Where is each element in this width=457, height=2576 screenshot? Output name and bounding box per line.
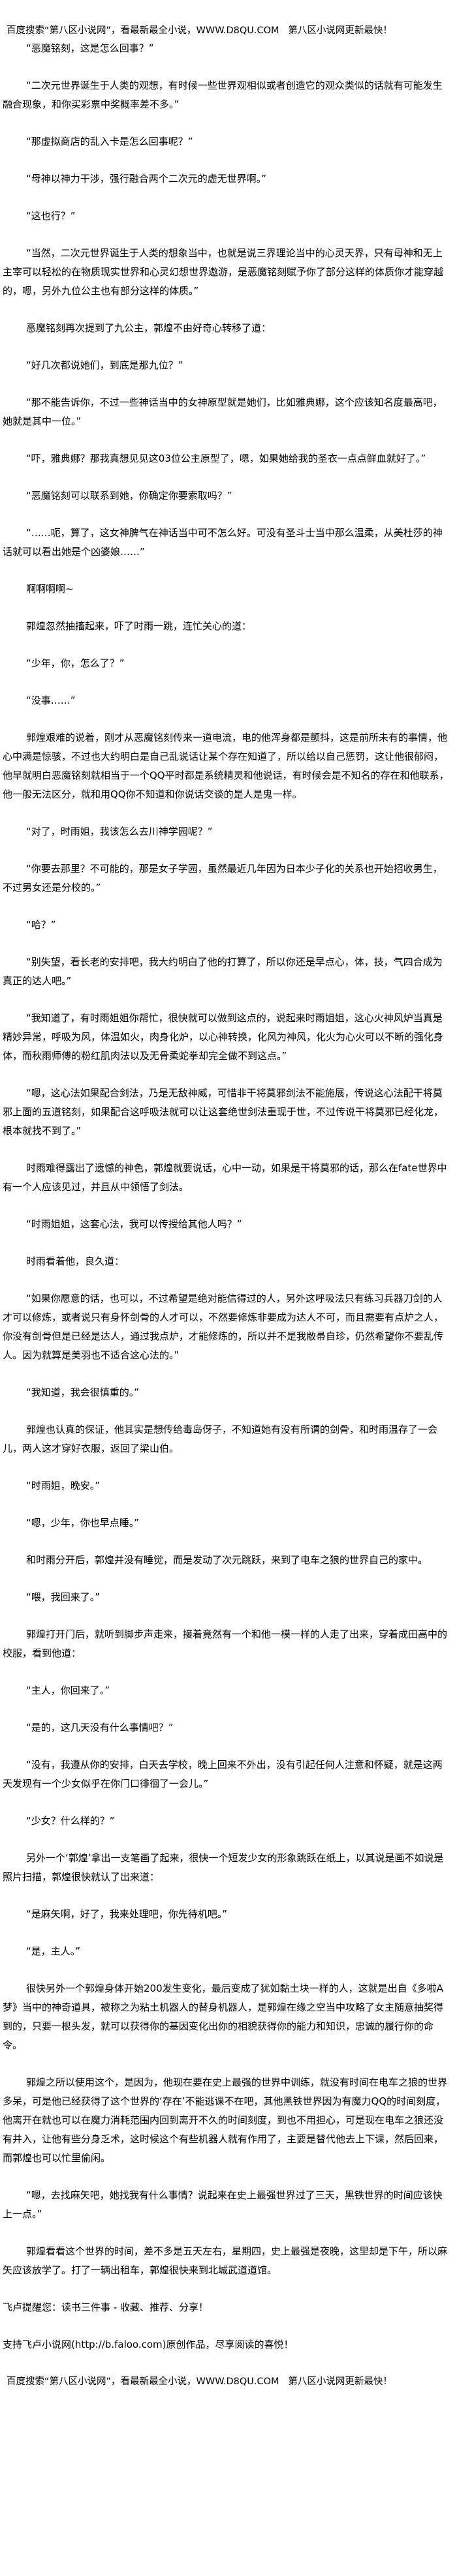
paragraph: “主人，你回来了。” [26, 1685, 110, 1696]
paragraph: 郭煌打开门后，就听到脚步声走来，接着竟然有一个和他一模一样的人走了出来，穿着成田… [3, 1628, 448, 1659]
paragraph: “对了，时雨姐，我该怎么去川神学园呢？” [26, 826, 213, 837]
paragraph: “没事……” [26, 695, 76, 706]
paragraph: “如果你愿意的话，也可以，不过希望是绝对能信得过的人，另外这呼吸法只有练习兵器刀… [3, 1293, 444, 1361]
paragraph: “恶魔铭刻，这是怎么回事？” [26, 42, 154, 54]
paragraph: 时雨难得露出了遗憾的神色，郭煌就要说话，心中一动，如果是干将莫邪的话，那么在fa… [3, 1162, 447, 1193]
paragraph: “嗯，这心法如果配合剑法，乃是无敌神威，可惜非干将莫邪剑法不能施展，传说这心法配… [3, 1087, 444, 1137]
paragraph: “是麻矢啊，好了，我来处理吧，你先待机吧。” [26, 1908, 228, 1920]
paragraph: “少年，你，怎么了？” [26, 657, 125, 669]
paragraph: “时雨姐姐，这套心法，我可以传授给其他人吗？” [26, 1218, 242, 1230]
paragraph: “嗯，少年，你也早点睡。” [26, 1517, 140, 1529]
paragraph: 郭煌也认真的保证，他其实是想传给毒岛伢子，不知道她有没有所谓的剑骨，和时雨温存了… [3, 1424, 438, 1454]
paragraph: “二次元世界诞生于人类的观想，有时候一些世界观相似或者创造它的观众类似的话就有可… [3, 80, 443, 110]
paragraph: “嗯，去找麻矢吧，她找我有什么事情？说起来在史上最强世界过了三天，黑铁世界的时间… [3, 2189, 443, 2220]
paragraph: “这也行？” [26, 210, 76, 222]
reading-reminder: 飞卢提醒您：读书三件事 - 收藏、推荐、分享！ [3, 2301, 208, 2313]
chapter-page: 百度搜索“第八区小说网”，看最新最全小说，WWW.D8QU.COM 第八区小说网… [3, 25, 452, 2391]
paragraph: “好几次都说她们，到底是那九位？” [26, 359, 183, 371]
paragraph: “当然，二次元世界诞生于人类的想象当中，也就是说三界理论当中的心灵天界，只有母神… [3, 247, 444, 297]
paragraph: 恶魔铭刻再次提到了九公主，郭煌不由好奇心转移了道： [26, 322, 272, 334]
paragraph: “少女？什么样的？” [26, 1815, 115, 1827]
paragraph: 郭煌之所以使用这个，是因为，他现在要在史上最强的世界中训练，就没有时间在电车之狼… [3, 2076, 448, 2164]
paragraph: “哈？” [26, 919, 56, 931]
paragraph: 郭煌看看这个世界的时间，差不多是五天左右，星期四，史上最强是夜晚，这里却是下午，… [3, 2245, 448, 2276]
site-banner-bottom: 百度搜索“第八区小说网”，看最新最全小说，WWW.D8QU.COM 第八区小说网… [7, 2376, 392, 2387]
paragraph: “没有，我遵从你的安排，白天去学校，晚上回来不外出，没有引起任何人注意和怀疑，就… [3, 1759, 443, 1790]
paragraph: “……呃，算了，这女神脾气在神话当中可不怎么好。可没有圣斗士当中那么温柔，从美杜… [3, 527, 443, 558]
paragraph: 啊啊啊啊~ [26, 583, 74, 595]
paragraph: “吓，雅典娜？那我真想见见这03位公主原型了，嗯，如果她给我的圣衣一点点鲜血就好… [26, 453, 426, 464]
paragraph: 和时雨分开后，郭煌并没有睡觉，而是发动了次元跳跃，来到了电车之狼的世界自己的家中… [26, 1554, 428, 1566]
support-notice: 支持飞卢小说网(http://b.faloo.com)原创作品，尽享阅读的喜悦！ [3, 2339, 294, 2350]
paragraph: 郭煌忽然抽搐起来，吓了时雨一跳，连忙关心的道： [26, 620, 252, 632]
paragraph: “我知道，我会很慎重的。” [26, 1386, 140, 1398]
paragraph: “喂，我回来了。” [26, 1591, 101, 1603]
paragraph: 另外一个‘郭煌’拿出一支笔画了起来，很快一个短发少女的形象跳跃在纸上，以其说是画… [3, 1852, 444, 1883]
paragraph: 很快另外一个郭煌身体开始200发生变化，最后变成了犹如黏土块一样的人，这就是出自… [3, 1983, 444, 2051]
paragraph: “恶魔铭刻可以联系到她，你确定你要索取吗？” [26, 490, 232, 502]
paragraph: 郭煌艰难的说着，刚才从恶魔铭刻传来一道电流，电的他浑身都是颤抖，这是前所未有的事… [3, 732, 449, 800]
paragraph: “那不能告诉你，不过一些神话当中的女神原型就是她们，比如雅典娜，这个应该知名度最… [3, 397, 443, 427]
chapter-body: “恶魔铭刻，这是怎么回事？” “二次元世界诞生于人类的观想，有时候一些世界观相似或… [3, 39, 452, 2280]
paragraph: “你要去那里？不可能的，那是女子学园，虽然最近几年因为日本少子化的关系也开始招收… [3, 863, 443, 893]
paragraph: “那虚拟商店的乱入卡是怎么回事呢？” [26, 136, 193, 147]
paragraph: “别失望，看长老的安排吧，我大约明白了他的打算了，所以你还是早点心，体，技，气四… [3, 956, 443, 987]
paragraph: “是的，这几天没有什么事情吧？” [26, 1722, 174, 1733]
site-banner-top: 百度搜索“第八区小说网”，看最新最全小说，WWW.D8QU.COM 第八区小说网… [7, 25, 392, 36]
paragraph: “是，主人。” [26, 1945, 81, 1957]
chapter-footer: 飞卢提醒您：读书三件事 - 收藏、推荐、分享！ 支持飞卢小说网(http://b… [3, 2298, 452, 2391]
paragraph: “我知道了，有时雨姐姐你帮忙，很快就可以做到这点的，说起来时雨姐姐，这心火神风炉… [3, 1012, 444, 1062]
paragraph: “时雨姐，晚安。” [26, 1480, 101, 1491]
paragraph: “母神以神力干涉，强行融合两个二次元的虚无世界啊。” [26, 173, 267, 185]
paragraph: 时雨看着他，良久道： [26, 1255, 125, 1267]
